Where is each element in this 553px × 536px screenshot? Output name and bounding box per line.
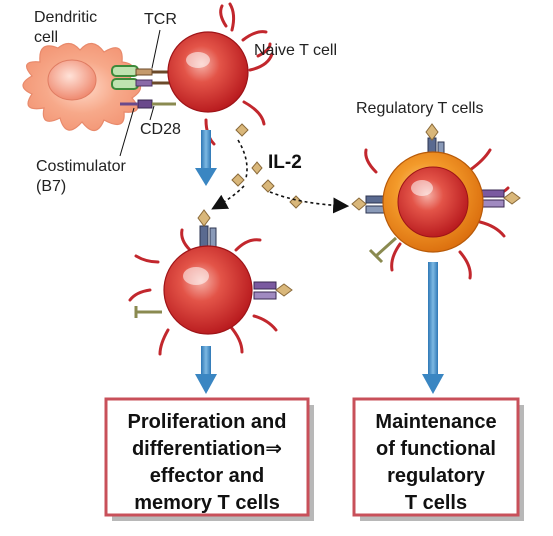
label-costimulator-line1: Costimulator [36,158,126,175]
regulatory-t-cell [351,123,521,280]
label-regulatory-t-cells: Regulatory T cells [356,100,483,117]
arrow-maintenance [422,262,444,394]
naive-t-cell [167,2,274,146]
effector-line-1: Proliferation and [128,411,287,433]
effector-line-3: effector and [150,465,264,487]
label-cd28: CD28 [140,121,181,138]
regulatory-line-1: Maintenance [375,411,496,433]
regulatory-line-2: of functional [376,438,496,460]
effector-line-4: memory T cells [134,492,280,514]
label-dendritic-cell-line2: cell [34,29,58,46]
outcome-box-regulatory: Maintenance of functional regulatory T c… [352,397,524,521]
outcome-box-effector: Proliferation and differentiation⇒ effec… [104,397,314,521]
arrow-activation [195,130,217,186]
tcr-mhc-complex [111,65,172,90]
label-costimulator-line2: (B7) [36,178,66,195]
regulatory-line-4: T cells [405,492,467,514]
b7-cd28-pair [120,99,176,109]
il2-molecules [231,123,303,209]
effector-t-cell [128,209,293,356]
label-il2: IL-2 [268,152,302,173]
regulatory-line-3: regulatory [387,465,486,487]
effector-line-2: differentiation⇒ [132,438,282,460]
arrow-proliferation [195,346,217,394]
label-naive-t-cell: Naive T cell [254,42,337,59]
label-tcr: TCR [144,11,177,28]
label-dendritic-cell-line1: Dendritic [34,9,97,26]
dendritic-cell [22,42,142,132]
